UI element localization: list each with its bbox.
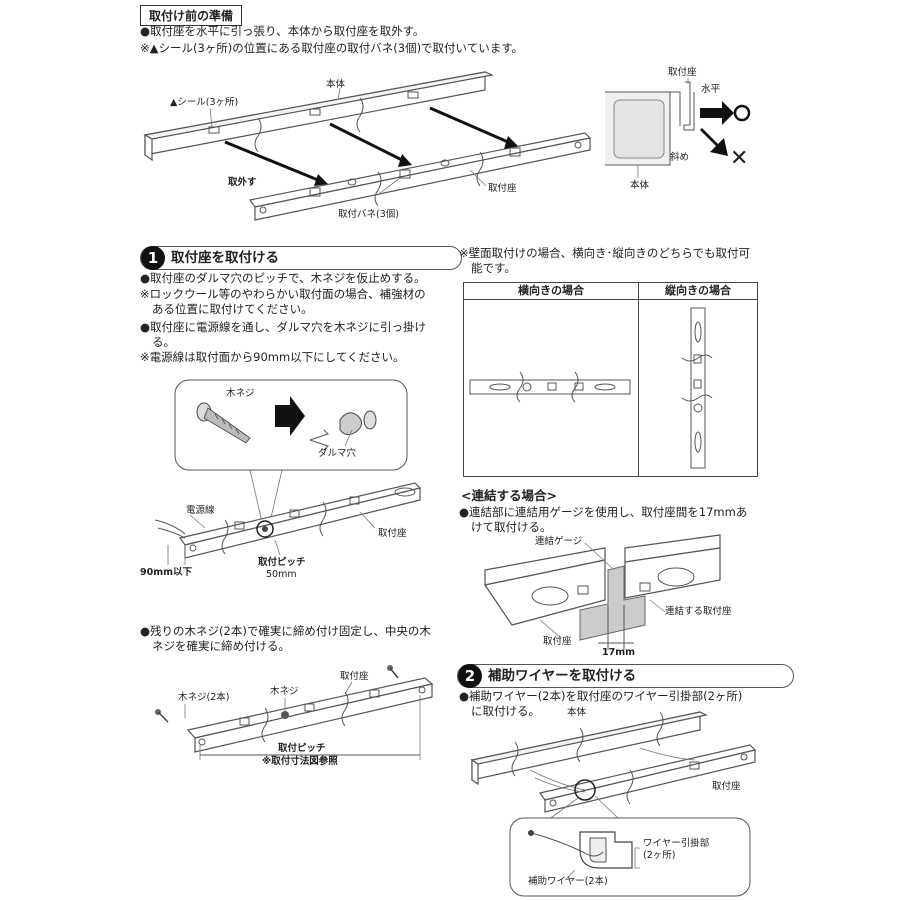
limit-label: 90mm以下: [140, 567, 193, 578]
step2-base-label: 取付座: [712, 781, 741, 792]
connect-line-2: けて取付ける。: [471, 520, 552, 534]
wall-table: 横向きの場合 縦向きの場合: [463, 282, 758, 477]
wall-line-1: ※壁面取付けの場合、横向き･縦向きのどちらでも取付可: [459, 246, 751, 260]
prep-title: 取付け前の準備: [140, 5, 243, 26]
step2-number: 2: [458, 664, 482, 688]
fix-base-label: 取付座: [340, 671, 369, 682]
step1-line-5: る。: [152, 335, 175, 349]
cable-label: 電源線: [186, 505, 215, 516]
fix-pitch-label: 取付ピッチ: [278, 743, 326, 754]
side-base-label: 取付座: [668, 67, 697, 78]
adjacent-base-label: 連結する取付座: [665, 606, 732, 617]
daruma-label: ダルマ穴: [318, 448, 357, 459]
connect-line-1: ●連結部に連結用ゲージを使用し、取付座間を17mmあ: [459, 505, 748, 519]
base-label-prep: 取付座: [488, 183, 517, 194]
table-divider: [638, 299, 639, 476]
step2-header: 2 補助ワイヤーを取付ける: [457, 664, 794, 688]
step1-line-3: ある位置に取付けてください。: [152, 302, 313, 316]
step2-title: 補助ワイヤーを取付ける: [488, 668, 637, 684]
prep-line-2: ※▲シール(3ヶ所)の位置にある取付座の取付バネ(3個)で取付いています。: [140, 41, 524, 55]
step1-header: 1 取付座を取付ける: [140, 246, 462, 270]
step1-line-2: ※ロックウール等のやわらかい取付面の場合、補強材の: [140, 287, 426, 301]
horizontal-label: 水平: [701, 84, 721, 95]
step2-body-label: 本体: [567, 707, 587, 718]
remove-label: 取外す: [228, 177, 257, 188]
gap-label: 17mm: [602, 647, 636, 658]
gauge-label: 連結ゲージ: [535, 536, 583, 547]
step1-line-4: ●取付座に電源線を通し、ダルマ穴を木ネジに引っ掛け: [140, 320, 427, 334]
screw-label: 木ネジ: [226, 388, 255, 399]
connect-title: <連結する場合>: [461, 488, 557, 503]
fix-screw-label: 木ネジ: [270, 686, 299, 697]
col-vertical-header: 縦向きの場合: [639, 283, 757, 300]
diagonal-label: 斜め: [670, 152, 690, 163]
step1-number: 1: [141, 246, 165, 270]
body-label-top: 本体: [326, 79, 346, 90]
step2-line-1: ●補助ワイヤー(2本)を取付座のワイヤー引掛部(2ヶ所): [459, 689, 743, 703]
col-horizontal-header: 横向きの場合: [464, 283, 639, 300]
step1-title: 取付座を取付ける: [171, 250, 279, 266]
pitch-label: 取付ピッチ: [258, 557, 306, 568]
hook-label: ワイヤー引掛部: [643, 838, 710, 849]
base-label-step1: 取付座: [378, 528, 407, 539]
step1-line-6: ※電源線は取付面から90mm以下にしてください。: [140, 350, 405, 364]
wall-line-2: 能です。: [471, 261, 516, 275]
side-body-label: 本体: [630, 180, 650, 191]
ng-mark: ✕: [730, 146, 749, 171]
fix-line-2: ネジを確実に締め付ける。: [152, 639, 290, 653]
seal-label: ▲シール(3ヶ所): [170, 97, 239, 108]
pitch-value: 50mm: [266, 569, 297, 580]
connect-base-label: 取付座: [543, 636, 572, 647]
prep-line-1: ●取付座を水平に引っ張り、本体から取付座を取外す。: [140, 24, 425, 38]
hook-count-label: (2ヶ所): [643, 850, 676, 861]
fix-pitch-note: ※取付寸法図参照: [262, 756, 338, 767]
wire-label: 補助ワイヤー(2本): [528, 876, 608, 887]
step2-line-2: に取付ける。: [471, 704, 540, 718]
fix-line-1: ●残りの木ネジ(2本)で確実に締め付け固定し、中央の木: [140, 624, 431, 638]
spring-label: 取付バネ(3個): [338, 209, 399, 220]
fix-screw2-label: 木ネジ(2本): [178, 692, 230, 703]
step1-line-1: ●取付座のダルマ穴のピッチで、木ネジを仮止めする。: [140, 271, 426, 285]
